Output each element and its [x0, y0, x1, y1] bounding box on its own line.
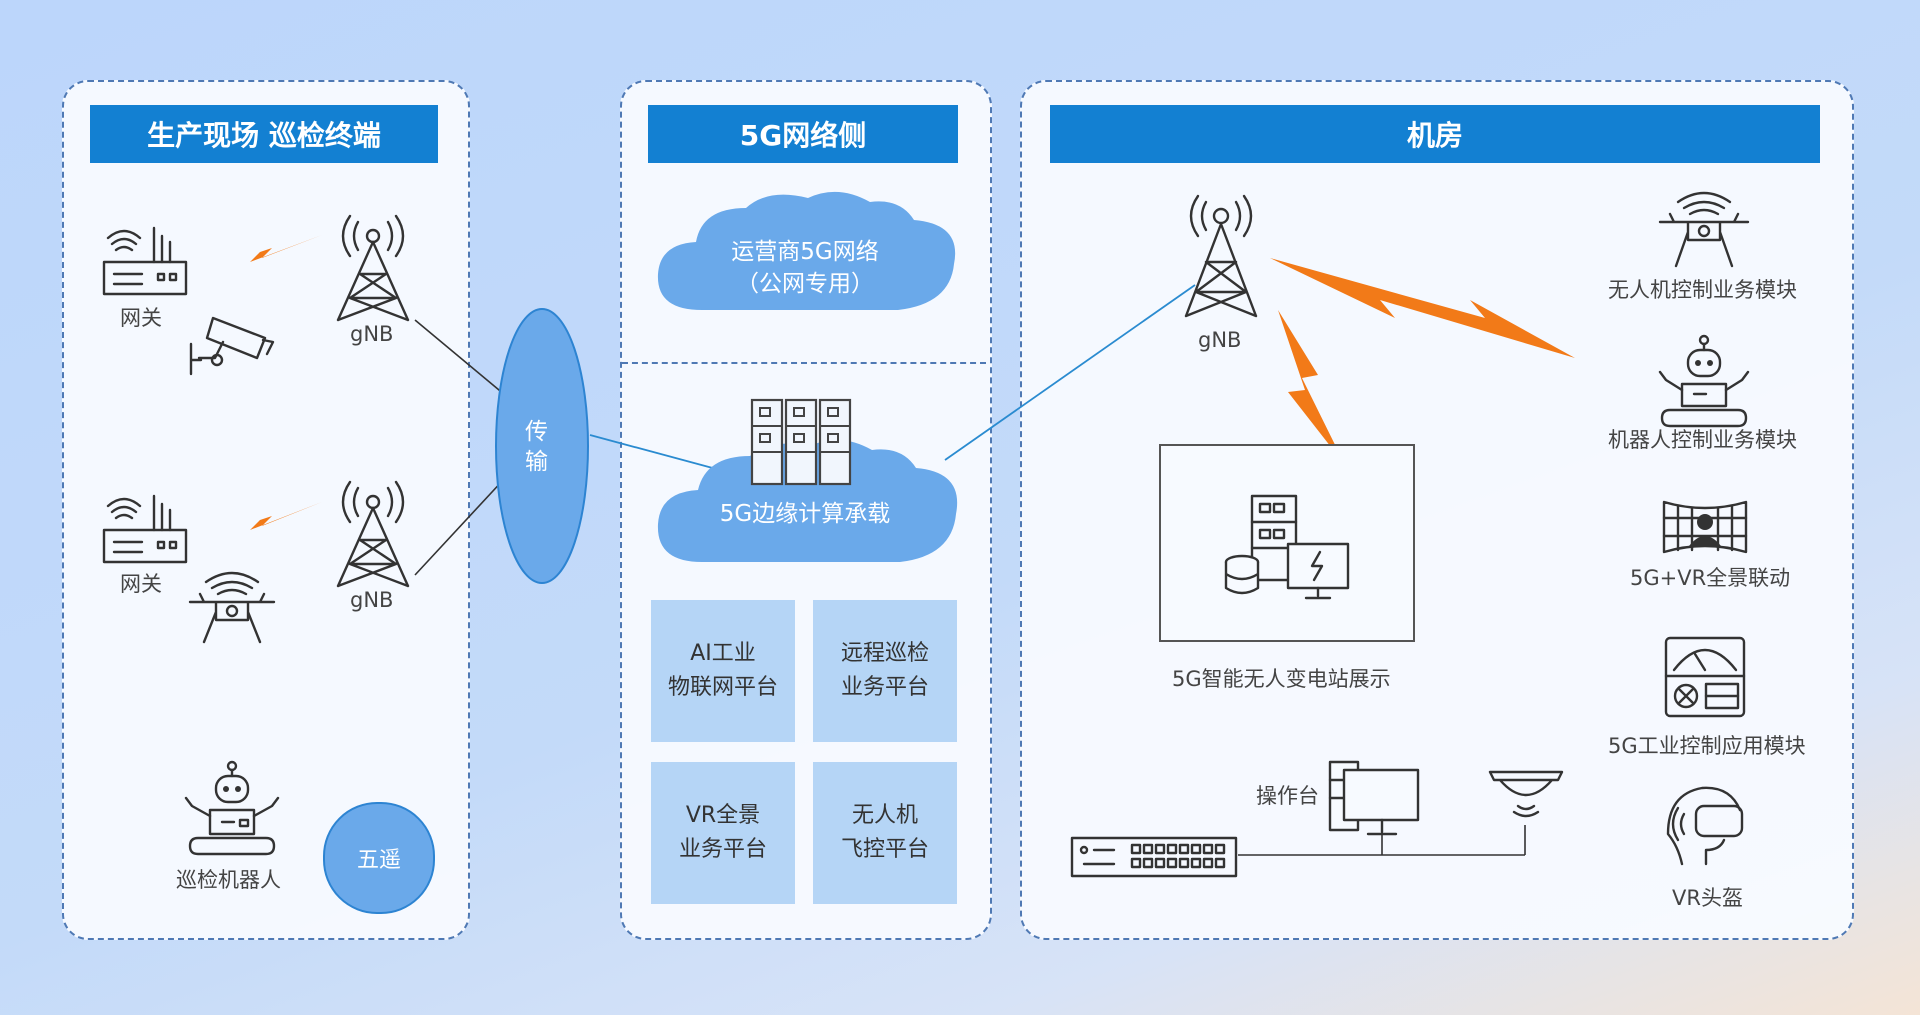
bolt-2-icon	[200, 502, 322, 540]
network-divider	[622, 362, 986, 364]
transport-label-2: 输	[525, 449, 548, 475]
platform-3-line2: 业务平台	[678, 837, 767, 862]
inspection-robot-icon	[184, 760, 280, 856]
gnb-room-label: gNB	[1198, 328, 1242, 352]
platform-1-line1: AI工业	[690, 641, 756, 666]
platform-4-line2: 飞控平台	[840, 837, 929, 862]
camera-icon	[189, 316, 275, 376]
console-label: 操作台	[1256, 784, 1319, 808]
gateway-1-label: 网关	[120, 306, 162, 330]
transport-label-1: 传	[525, 419, 548, 445]
drone-icon	[188, 571, 276, 644]
gnb-1-label: gNB	[350, 322, 394, 346]
gnb-tower-icon	[336, 214, 410, 322]
platform-2-line1: 远程巡检	[840, 641, 929, 666]
substation-label: 5G智能无人变电站展示	[1172, 667, 1391, 691]
machine-room-header: 机房	[1050, 105, 1820, 163]
server-cluster-icon	[750, 398, 852, 486]
workstation-icon	[1328, 760, 1420, 836]
module-robot-label: 机器人控制业务模块	[1608, 428, 1797, 452]
five-remote-badge-text: 五遥	[356, 848, 401, 873]
bolt-room-long-icon	[1270, 258, 1575, 358]
gateway-icon	[102, 494, 188, 564]
network-panel-header: 5G网络侧	[648, 105, 958, 163]
operator-cloud-line1: 运营商5G网络	[731, 239, 879, 265]
vr-panorama-platform-box: VR全景业务平台	[651, 762, 795, 904]
operator-cloud-text: 运营商5G网络 （公网专用）	[700, 236, 910, 300]
gateway-2-label: 网关	[120, 572, 162, 596]
ai-iot-platform-box: AI工业物联网平台	[651, 600, 795, 742]
substation-server-icon	[1224, 494, 1350, 600]
platform-3-line1: VR全景	[685, 803, 761, 828]
module-drone-label: 无人机控制业务模块	[1608, 278, 1797, 302]
module-industrial-control-label: 5G工业控制应用模块	[1608, 734, 1806, 758]
inspection-robot-label: 巡检机器人	[176, 868, 281, 892]
network-switch-icon	[1070, 836, 1238, 878]
platform-2-line2: 业务平台	[840, 675, 929, 700]
bolt-room-down-icon	[1278, 310, 1345, 465]
operator-cloud	[657, 191, 956, 310]
gnb-tower-icon	[1184, 194, 1258, 318]
remote-inspection-platform-box: 远程巡检业务平台	[813, 600, 957, 742]
platform-4-line1: 无人机	[851, 803, 918, 828]
transport-ellipse	[495, 308, 589, 584]
substation-display-box	[1159, 444, 1415, 642]
platform-1-line2: 物联网平台	[667, 675, 778, 700]
module-vr-headset-label: VR头盔	[1672, 886, 1743, 910]
edge-cloud-text: 5G边缘计算承载	[719, 501, 891, 527]
edge-computing-cloud	[657, 439, 958, 562]
bolt-1-icon	[200, 235, 322, 272]
drone-flight-platform-box: 无人机飞控平台	[813, 762, 957, 904]
five-remote-badge: 五遥	[323, 802, 435, 914]
module-vr-panorama-label: 5G+VR全景联动	[1630, 566, 1791, 590]
ceiling-sensor-icon	[1488, 770, 1564, 818]
gnb-2-label: gNB	[350, 588, 394, 612]
vr-headset-icon	[1666, 786, 1744, 866]
drone-icon	[1658, 191, 1750, 268]
gateway-icon	[102, 226, 188, 296]
field-panel-header: 生产现场 巡检终端	[90, 105, 438, 163]
robot-icon	[1658, 334, 1750, 428]
operator-cloud-line2: （公网专用）	[736, 271, 874, 297]
vr-panorama-icon	[1662, 500, 1748, 554]
control-panel-icon	[1664, 636, 1746, 718]
gnb-tower-icon	[336, 480, 410, 588]
